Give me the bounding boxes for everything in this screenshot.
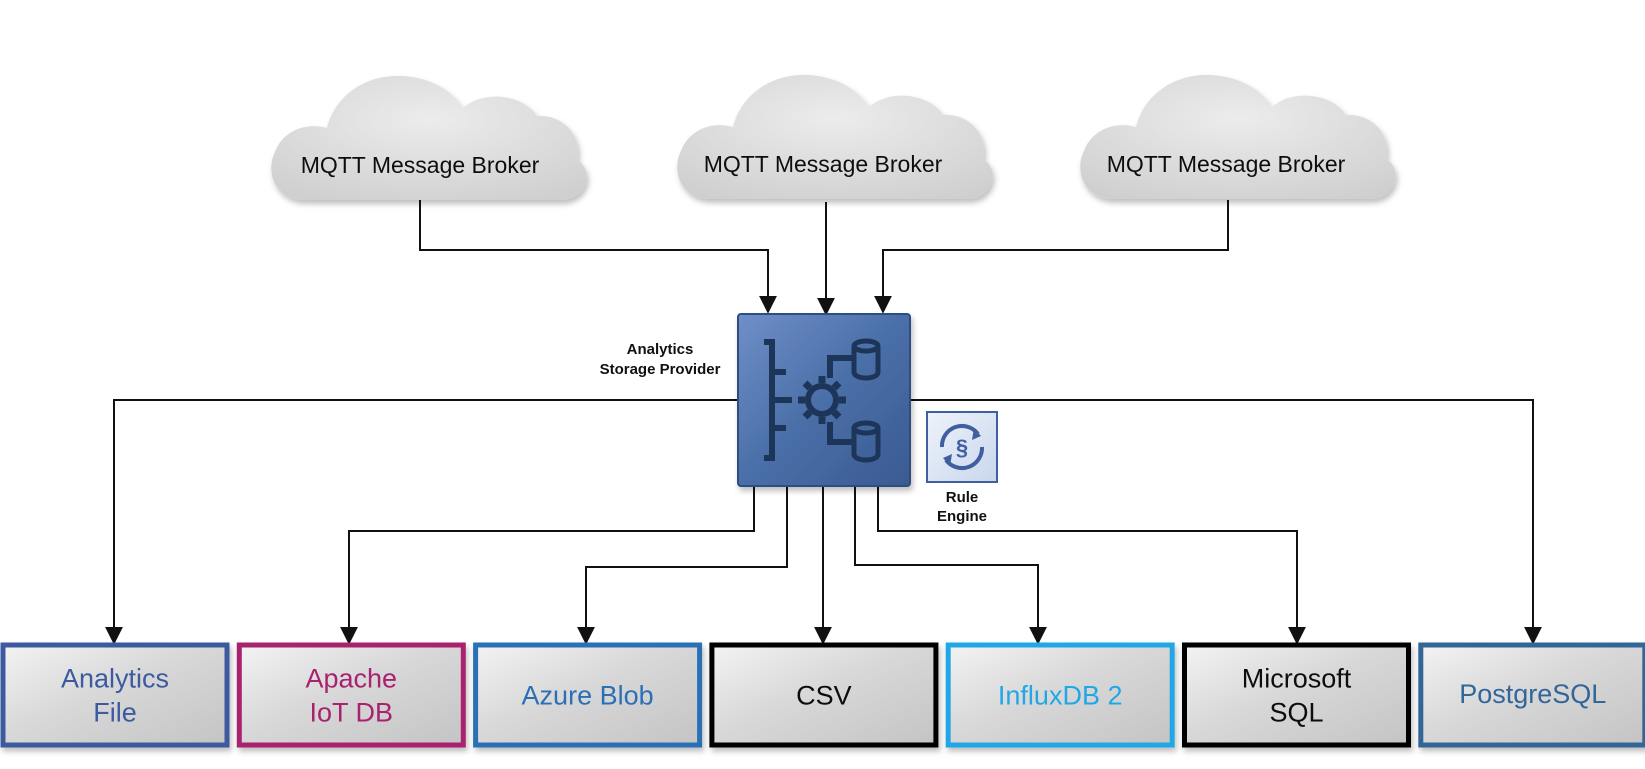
target-box-frame bbox=[945, 642, 1175, 748]
target-label-line2: IoT DB bbox=[310, 697, 394, 727]
rule-engine-label-line2: Engine bbox=[937, 508, 987, 525]
hub-label-line2: Storage Provider bbox=[600, 361, 721, 378]
rule-engine-label-line1: Rule bbox=[946, 489, 979, 506]
target-label-line2: File bbox=[93, 697, 137, 727]
cloud-broker-label: MQTT Message Broker bbox=[301, 152, 540, 178]
cloud-icon bbox=[1080, 74, 1396, 199]
target-box-azure-blob: Azure Blob bbox=[473, 642, 703, 748]
connector-hub-to-analytics-file bbox=[105, 399, 740, 645]
target-box-frame bbox=[709, 642, 939, 748]
connector-hub-to-postgresql bbox=[910, 399, 1542, 645]
connector-hub-to-azure-blob bbox=[577, 486, 788, 645]
connector-hub-to-mssql bbox=[877, 486, 1306, 645]
target-box-frame bbox=[1182, 642, 1411, 748]
cloud-broker-label: MQTT Message Broker bbox=[1107, 151, 1346, 177]
analytics-storage-provider: Analytics Storage Provider bbox=[600, 313, 911, 487]
rule-engine-icon: § bbox=[926, 411, 998, 483]
hub-label-line1: Analytics bbox=[627, 341, 694, 358]
target-label-line1: Apache bbox=[306, 663, 398, 693]
target-box-frame bbox=[1418, 642, 1645, 748]
cloud-broker-label: MQTT Message Broker bbox=[704, 151, 943, 177]
cloud-icon bbox=[677, 74, 993, 199]
target-box-postgresql: PostgreSQL bbox=[1418, 642, 1645, 748]
connector-hub-to-apache-iotdb bbox=[340, 486, 755, 645]
cloud-broker-2: MQTT Message Broker bbox=[677, 74, 993, 199]
rule-engine: § Rule Engine bbox=[926, 411, 998, 525]
target-box-influxdb-2: InfluxDB 2 bbox=[945, 642, 1175, 748]
target-label-line1: Microsoft bbox=[1242, 663, 1352, 693]
target-label-line1: CSV bbox=[796, 680, 852, 710]
connectors bbox=[105, 200, 1542, 645]
analytics-storage-provider-icon bbox=[737, 313, 911, 487]
target-label-line2: SQL bbox=[1269, 697, 1323, 727]
connector-broker3-to-hub bbox=[874, 200, 1229, 314]
svg-text:§: § bbox=[956, 435, 968, 460]
target-label-line1: Analytics bbox=[61, 663, 169, 693]
target-label-line1: Azure Blob bbox=[522, 680, 654, 710]
target-box-csv: CSV bbox=[709, 642, 939, 748]
target-box-frame bbox=[236, 642, 466, 748]
cloud-broker-1: MQTT Message Broker bbox=[271, 75, 587, 200]
connector-hub-to-influxdb bbox=[854, 486, 1047, 645]
cloud-icon bbox=[271, 75, 587, 200]
target-box-frame bbox=[0, 642, 230, 748]
target-box-frame bbox=[473, 642, 703, 748]
connector-broker1-to-hub bbox=[419, 200, 777, 314]
target-label-line1: PostgreSQL bbox=[1459, 679, 1606, 709]
cloud-broker-3: MQTT Message Broker bbox=[1080, 74, 1396, 199]
target-label-line1: InfluxDB 2 bbox=[998, 680, 1123, 710]
